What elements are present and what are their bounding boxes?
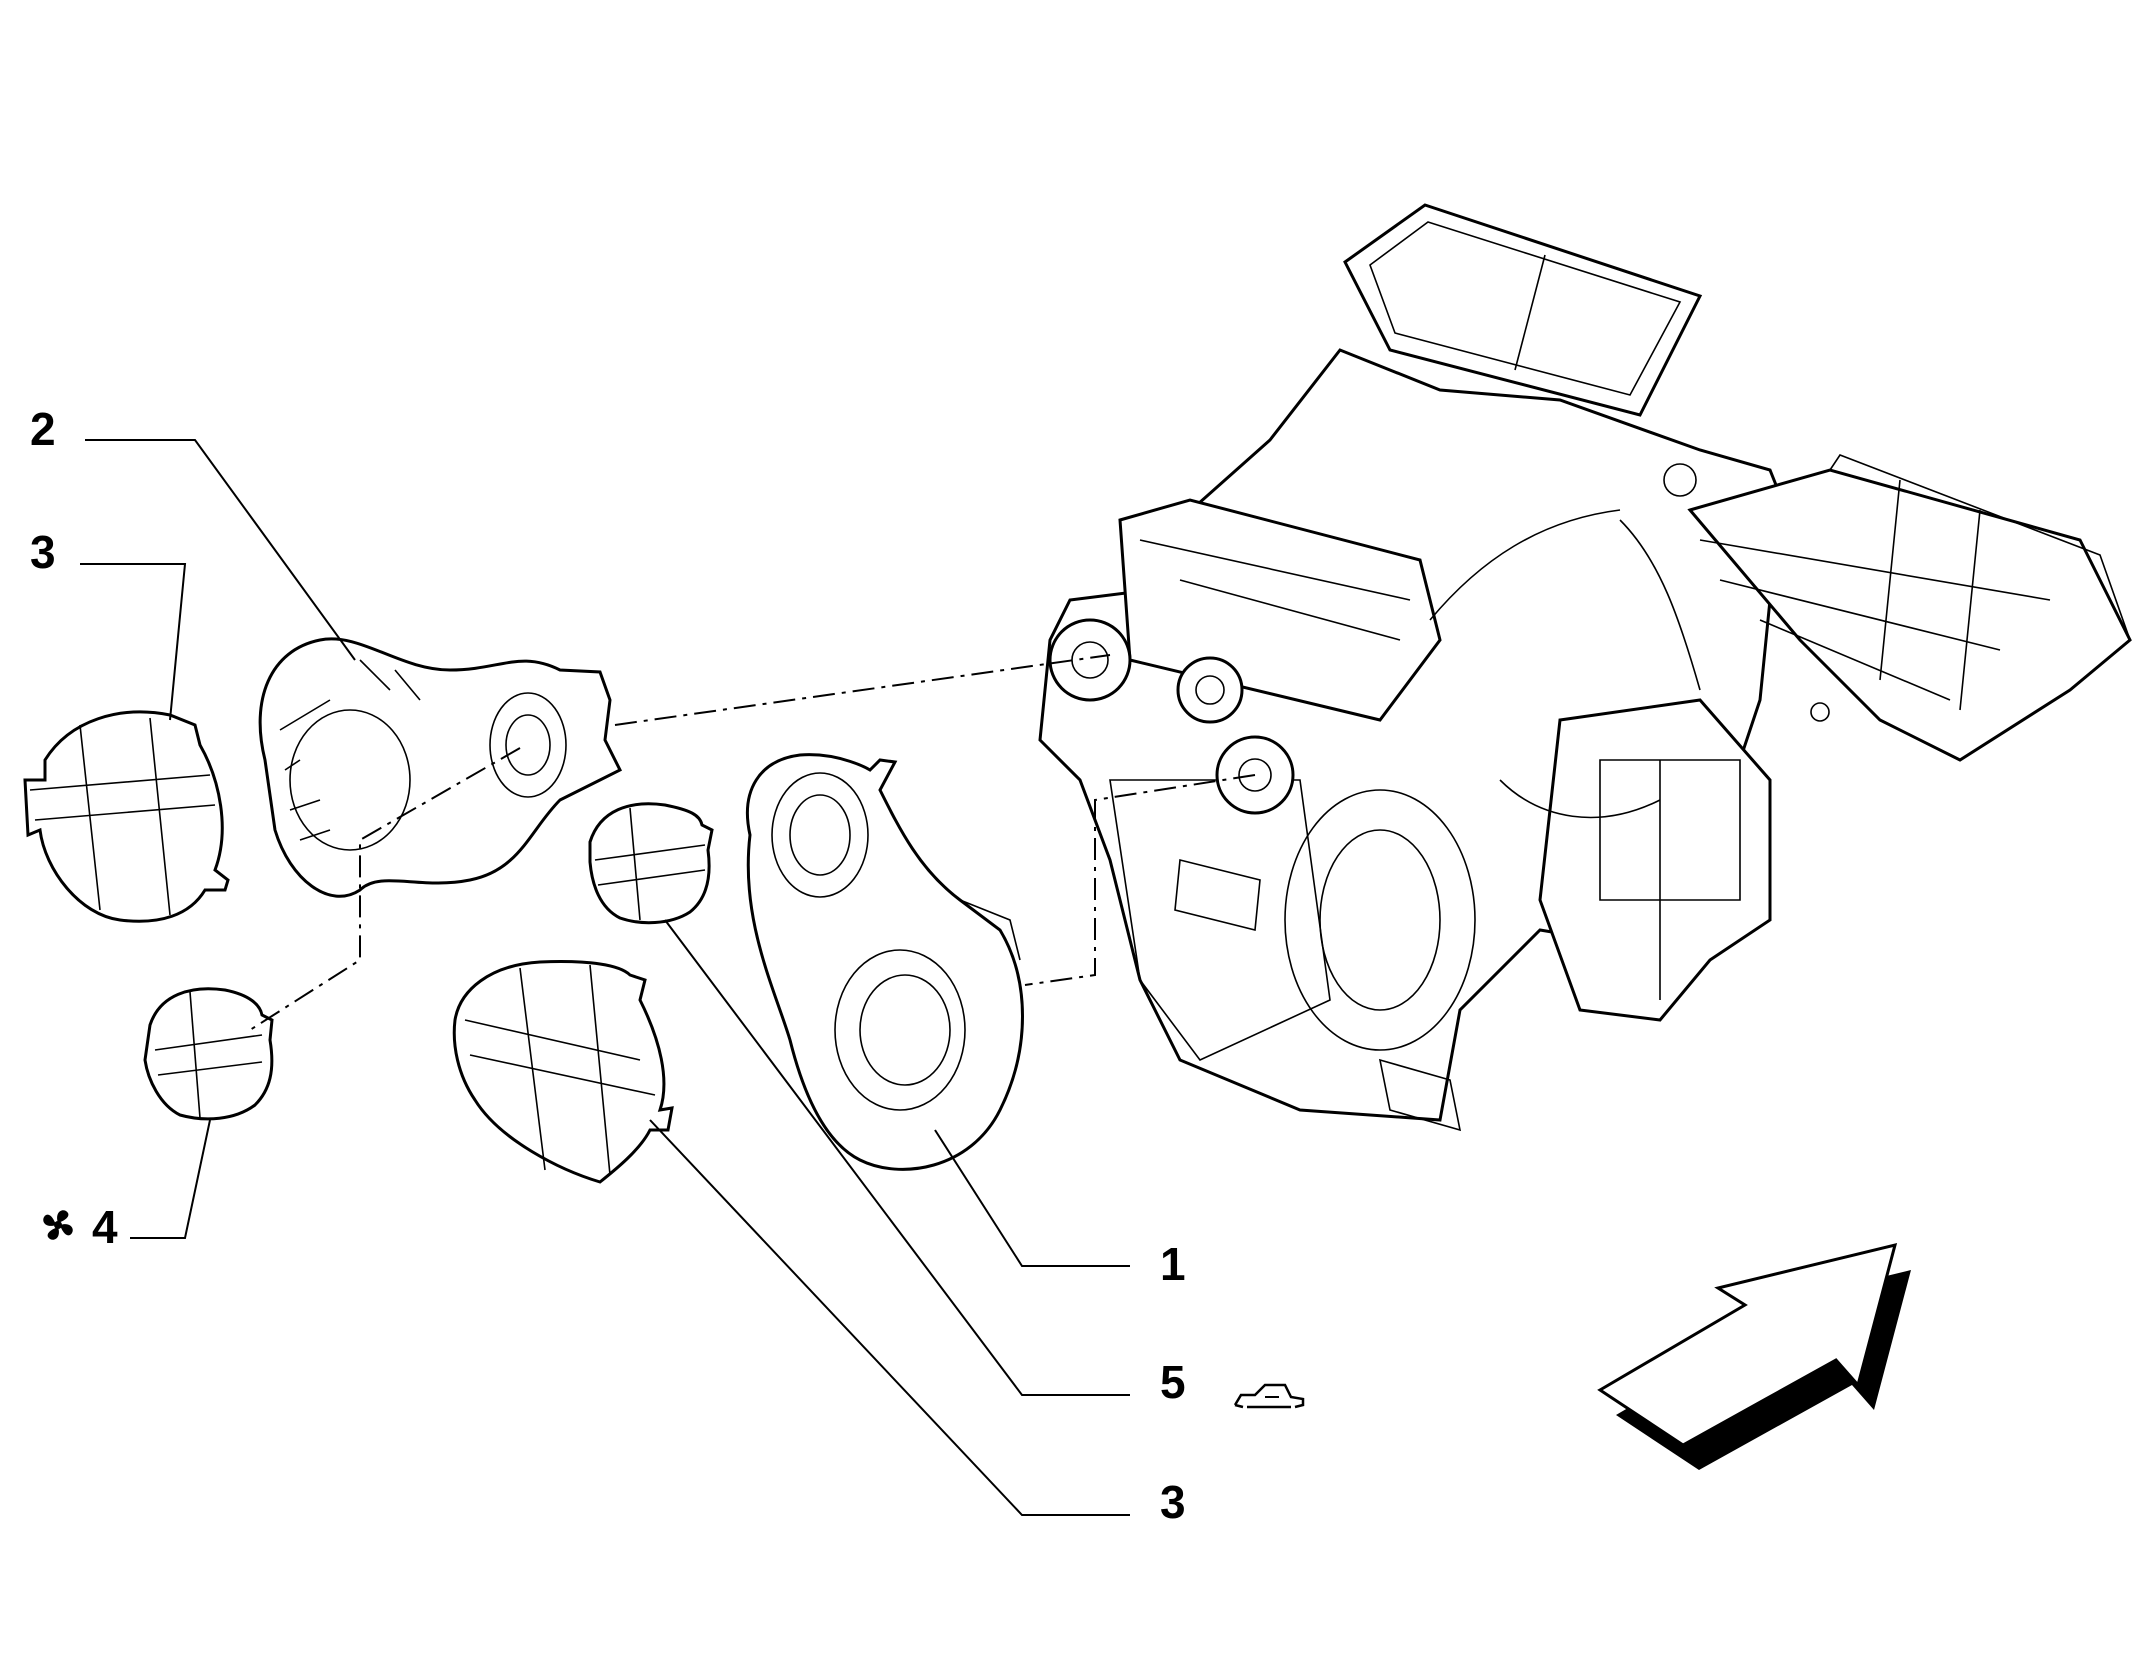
callout-4: 4 (92, 1201, 118, 1253)
hvac-unit-assembly (1038, 203, 2132, 1132)
callout-2: 2 (30, 403, 56, 455)
leader-lines (80, 439, 1130, 1516)
callout-1: 1 (1160, 1238, 1186, 1290)
callout-3-left: 3 (30, 526, 56, 578)
assembly-lines (249, 654, 1256, 1031)
small-knob-recirculation (588, 802, 714, 925)
large-knob-center (452, 960, 674, 1184)
small-knob-fan (143, 987, 274, 1121)
direction-arrow-icon (1597, 1242, 1911, 1470)
heater-control-panel (745, 753, 1024, 1171)
fan-icon (43, 1210, 73, 1240)
car-icon (1233, 1383, 1305, 1409)
control-panel-frame (258, 637, 623, 898)
callout-5: 5 (1160, 1356, 1186, 1408)
callout-3-bottom: 3 (1160, 1476, 1186, 1528)
large-knob-left (23, 710, 230, 923)
